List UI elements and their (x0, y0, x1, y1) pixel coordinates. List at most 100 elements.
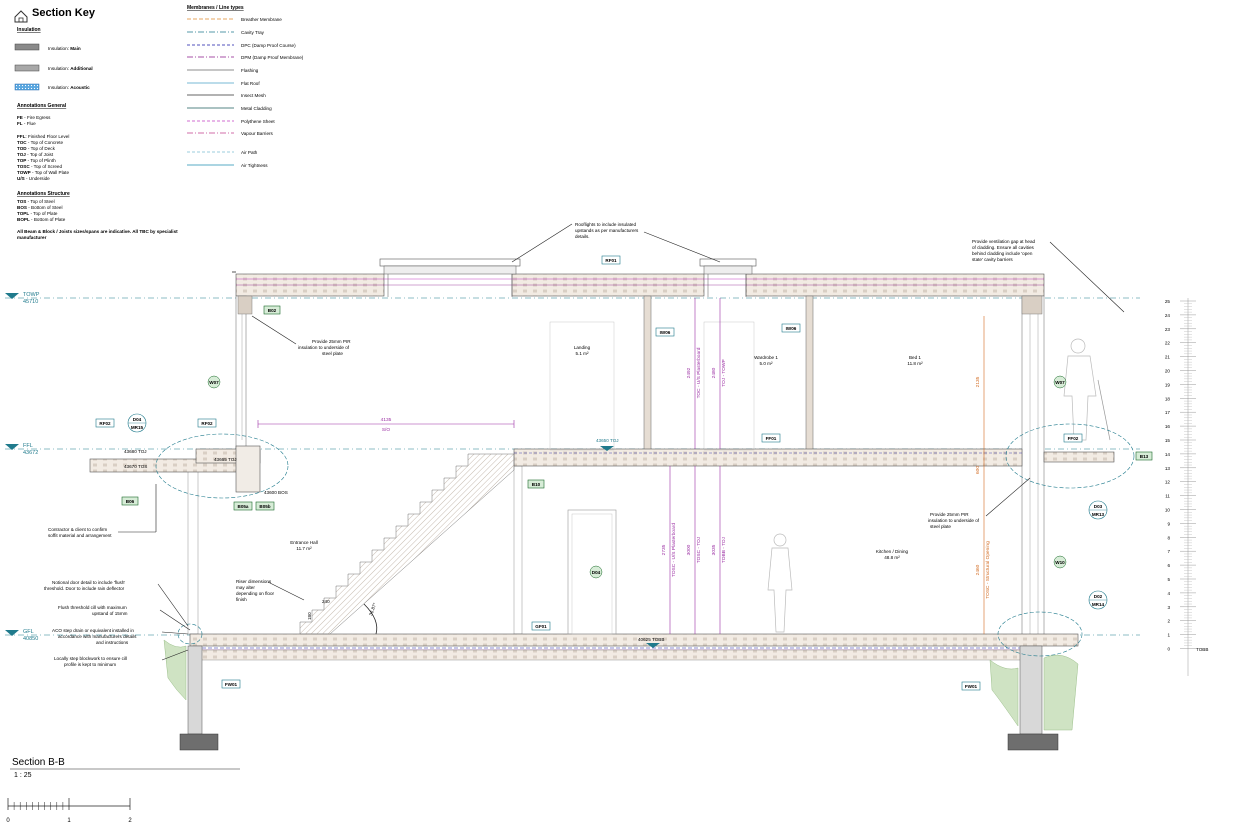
membrane-label: Flat Roof (241, 81, 260, 86)
svg-text:Contractor & client to confirm: Contractor & client to confirm (48, 527, 107, 532)
note-contractor: Contractor & client to confirm soffit ma… (48, 484, 157, 538)
membrane-legend-item: DPM (Damp Proof Membrane) (187, 55, 304, 60)
callouts: Rooflights to include insulated upstands… (44, 222, 1125, 667)
svg-text:D03: D03 (1094, 504, 1103, 509)
dim-v1: 2492 (686, 367, 692, 378)
ruler-label: 11 (1165, 494, 1170, 499)
svg-text:D04: D04 (592, 570, 601, 575)
level-marker-icon (600, 446, 614, 451)
membrane-label: Vapour Barriers (241, 131, 274, 136)
ruler-label: 22 (1165, 341, 1171, 346)
ruler-label: 3 (1167, 605, 1170, 610)
svg-text:FF02: FF02 (1068, 436, 1079, 441)
tag-ff02: FF02 (1063, 433, 1083, 443)
insulation-heading: Insulation (17, 27, 41, 33)
dim-v7-label: TOSC - Structural Opening (985, 541, 991, 599)
svg-text:IW06: IW06 (660, 330, 671, 335)
membrane-label: Polythene Sheet (241, 119, 275, 124)
house-icon (14, 10, 28, 23)
annotations-structure-heading: Annotations Structure (17, 191, 70, 197)
ruler-label: 7 (1167, 549, 1170, 554)
annotation-item: TOSC - Top of Screed (17, 164, 62, 169)
tag-d04: D04 (589, 565, 603, 579)
svg-text:W10: W10 (1055, 560, 1065, 565)
svg-text:profile is kept to minimum: profile is kept to minimum (64, 662, 116, 667)
dim-v7: 2460 (975, 564, 981, 575)
dim-v8: 600 (975, 466, 981, 474)
tag-iw06: IW06 (781, 323, 801, 333)
tag-b06: B06 (121, 496, 139, 506)
insulation-acoustic-label: Insulation: Acoustic (48, 85, 90, 90)
ruler-label: 2 (1167, 619, 1170, 624)
insulation-additional-swatch (14, 64, 40, 72)
level-gfl-value: 40850 (23, 636, 38, 642)
detail-circles (155, 423, 1135, 657)
ruler-label: 25 (1165, 299, 1171, 304)
svg-text:Notional door detail to includ: Notional door detail to include 'flush' (52, 580, 125, 585)
element-tags: RF01 RF02 RF02 FF01 FF02 GF01 FW01 FW01 … (95, 255, 1153, 691)
svg-text:upstands as per manufacturers: upstands as per manufacturers (575, 228, 639, 233)
room-area: 48.8 m² (884, 555, 900, 560)
ruler-label: 19 (1165, 382, 1171, 387)
tag-b02: B02 (263, 305, 281, 315)
membrane-legend-item: Air Tightness (187, 163, 268, 168)
membrane-label: Breather Membrane (241, 17, 282, 22)
ruler-tobb-label: TOBB (1196, 647, 1208, 652)
note-aco: ACO step drain or equivalent installed i… (52, 628, 189, 645)
svg-text:and instructions: and instructions (96, 640, 129, 645)
membrane-legend-item: DPC (Damp Proof Course) (187, 43, 296, 48)
membrane-legend-item: Insect Mesh (187, 93, 266, 98)
dim-v6: 3035 (711, 544, 717, 555)
room-name: Bed 1 (909, 355, 921, 360)
ruler-label: 14 (1165, 452, 1171, 457)
svg-text:W07: W07 (1055, 380, 1065, 385)
insulation-additional-label: Insulation: Additional (48, 66, 93, 71)
svg-text:Riser dimensions: Riser dimensions (236, 579, 272, 584)
membrane-legend-item: Air Path (187, 150, 258, 155)
level-marker-icon (646, 643, 660, 648)
note-flush-threshold: Flush threshold cill with maximum upstan… (58, 605, 191, 631)
dim-bos-small: 43600 BOS (264, 490, 288, 495)
scale-label-0: 0 (6, 818, 10, 824)
tag-w07: W07 (1053, 375, 1067, 389)
annotation-item: FFL: Finished Floor Level (17, 134, 69, 139)
svg-text:FW01: FW01 (225, 682, 238, 687)
dim-v5: 3000 (686, 544, 692, 555)
room-name: Entrance Hall (290, 540, 318, 545)
tag-rf02: RF02 (197, 418, 217, 428)
annotation-item: FE - Fire Egress (17, 115, 51, 120)
tag-gf01: GF01 (531, 621, 551, 631)
ruler-label: 23 (1165, 327, 1171, 332)
room-name: Kitchen / Dining (876, 549, 909, 554)
dim-angle: 36.87° (368, 602, 377, 616)
level-marker-icon (5, 444, 19, 450)
ruler-label: 20 (1165, 369, 1171, 374)
ground-floor (163, 633, 1079, 751)
svg-text:B10: B10 (532, 482, 541, 487)
membrane-label: DPC (Damp Proof Course) (241, 43, 296, 48)
dim-riser: 180 (307, 612, 312, 620)
ruler-label: 17 (1165, 410, 1171, 415)
svg-text:Provide 25mm PIR: Provide 25mm PIR (312, 339, 351, 344)
svg-text:Flush threshold cill with maxi: Flush threshold cill with maximum (58, 605, 127, 610)
svg-text:insulation to underside of: insulation to underside of (298, 345, 350, 350)
level-marker-icon (5, 630, 19, 636)
svg-text:insulation to underside of: insulation to underside of (928, 518, 980, 523)
membrane-legend-item: Metal Cladding (187, 106, 272, 111)
membrane-label: Flashing (241, 68, 259, 73)
svg-text:MR15: MR15 (131, 425, 144, 430)
annotation-item: TOWP - Top of Wall Plate (17, 170, 69, 175)
membrane-legend-item: Vapour Barriers (187, 131, 274, 136)
ruler-label: 6 (1167, 563, 1170, 568)
svg-text:IW06: IW06 (786, 326, 797, 331)
stair (299, 453, 515, 635)
dim-toj2: 43665 TOJ (214, 457, 237, 462)
walls (187, 295, 1045, 637)
membrane-legend-item: Cavity Tray (187, 30, 265, 35)
dim-span: 4135 (381, 417, 392, 423)
key-title: Section Key (32, 7, 96, 19)
